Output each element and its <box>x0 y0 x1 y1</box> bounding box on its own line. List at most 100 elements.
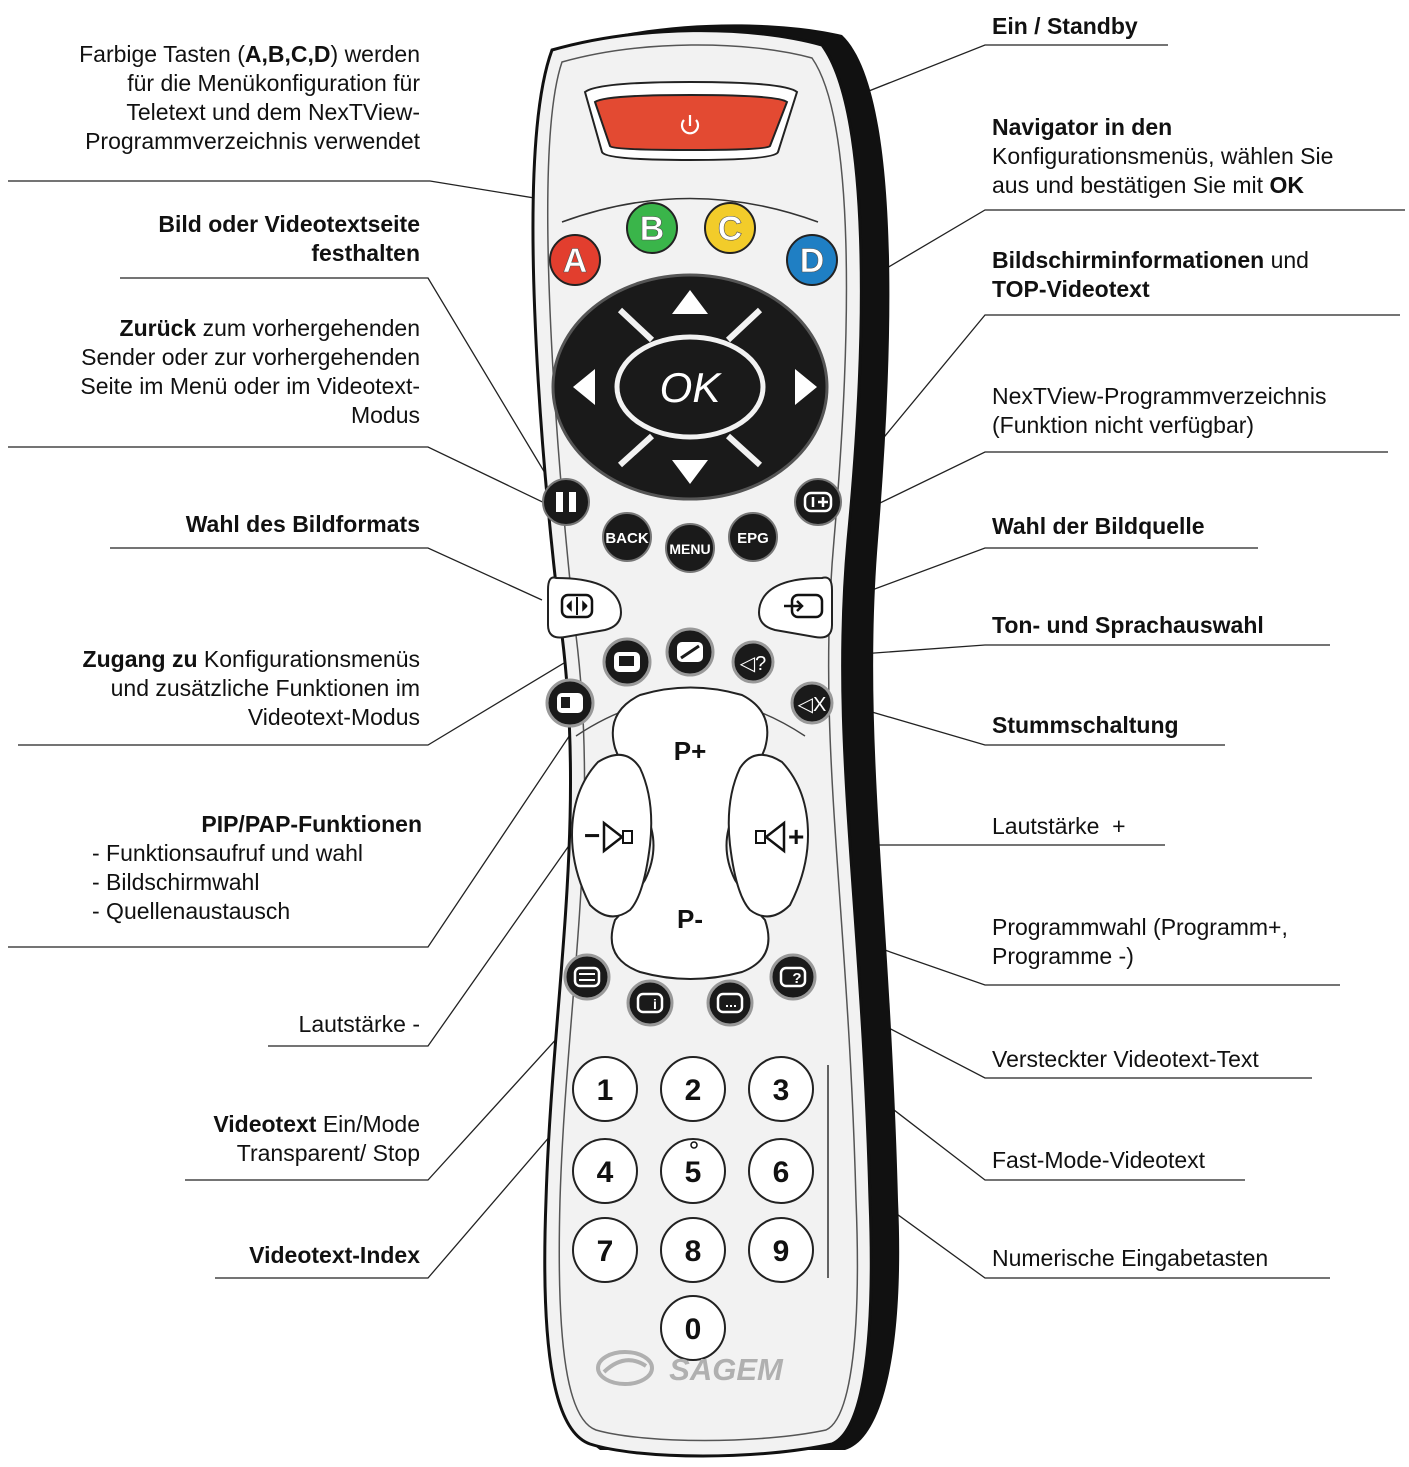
volume-minus-label: − <box>584 820 600 851</box>
label-numeric: Numerische Eingabetasten <box>992 1245 1269 1271</box>
teletext-fast-icon <box>716 992 744 1014</box>
freeze-button[interactable] <box>542 478 590 526</box>
label-mute: Stummschaltung <box>992 712 1179 738</box>
label-nextview: NexTView-Programmverzeichnis (Funktion n… <box>992 383 1327 438</box>
epg-label: EPG <box>737 530 769 547</box>
digit-8-button[interactable]: 8 <box>660 1217 726 1283</box>
mute-button[interactable]: ◁X <box>790 681 834 725</box>
digit-3-button[interactable]: 3 <box>748 1056 814 1122</box>
menu-label: MENU <box>669 541 710 557</box>
p-minus-button[interactable]: P- <box>677 904 703 934</box>
color-key-b-label: B <box>640 210 665 248</box>
color-keys: A B C D <box>549 202 838 286</box>
info-icon <box>803 491 833 513</box>
digit-6-label: 6 <box>773 1156 790 1189</box>
label-sound: Ton- und Sprachauswahl <box>992 612 1264 638</box>
digit-8-label: 8 <box>685 1235 702 1268</box>
digit-4-button[interactable]: 4 <box>572 1138 638 1204</box>
digit-9-button[interactable]: 9 <box>748 1217 814 1283</box>
back-label: BACK <box>605 530 648 547</box>
color-key-c-label: C <box>718 210 743 248</box>
pip-button-2[interactable] <box>602 637 652 687</box>
ok-button[interactable] <box>614 334 766 440</box>
label-teletext-index: Videotext-Index <box>249 1242 420 1268</box>
teletext-icon <box>573 966 601 988</box>
label-color-keys: Farbige Tasten (A,B,C,D) werden für die … <box>79 41 420 154</box>
label-power: Ein / Standby <box>992 13 1138 39</box>
teletext-index-button[interactable]: i <box>626 979 674 1027</box>
label-volume-minus: Lautstärke - <box>298 1011 420 1037</box>
color-key-arc <box>561 197 819 223</box>
color-key-d-label: D <box>800 242 825 280</box>
label-fast: Fast-Mode-Videotext <box>992 1147 1206 1173</box>
label-source: Wahl der Bildquelle <box>992 513 1205 539</box>
digit-5-button[interactable]: 5 <box>660 1138 726 1204</box>
digit-4-label: 4 <box>597 1156 614 1189</box>
label-navigator: Navigator in den Konfigurationsmenüs, wä… <box>992 114 1334 198</box>
digit-3-label: 3 <box>773 1074 790 1107</box>
teletext-button[interactable] <box>563 953 611 1001</box>
digit-0-label: 0 <box>685 1313 702 1346</box>
digit-5-label: 5 <box>685 1156 702 1189</box>
aspect-ratio-icon <box>560 593 594 619</box>
label-menu: Zugang zu Konfigurationsmenüs und zusätz… <box>82 646 420 730</box>
pip-button-3[interactable] <box>665 627 715 677</box>
nav-pad-dividers <box>617 307 763 468</box>
label-program: Programmwahl (Programm+, Programme -) <box>992 914 1288 969</box>
right-arrow-icon[interactable] <box>795 369 817 405</box>
menu-button[interactable]: MENU <box>665 523 715 573</box>
label-volume-plus: Lautstärke + <box>992 813 1126 839</box>
teletext-reveal-button[interactable]: ? <box>769 953 817 1001</box>
teletext-fast-button[interactable] <box>706 979 754 1027</box>
epg-button[interactable]: EPG <box>728 512 778 562</box>
brand-label: SAGEM <box>669 1352 784 1387</box>
svg-text:i: i <box>653 996 657 1012</box>
power-icon <box>680 115 700 135</box>
label-pip: PIP/PAP-Funktionen - Funktionsaufruf und… <box>92 811 422 924</box>
digit-7-button[interactable]: 7 <box>572 1217 638 1283</box>
label-info: Bildschirminformationen und TOP-Videotex… <box>992 247 1309 302</box>
label-back: Zurück zum vorhergehenden Sender oder zu… <box>80 315 420 428</box>
digit-7-label: 7 <box>597 1235 614 1268</box>
svg-text:?: ? <box>792 970 801 987</box>
digit-5-dot <box>690 1141 698 1149</box>
digit-2-label: 2 <box>685 1074 702 1107</box>
color-key-d[interactable]: D <box>786 234 838 286</box>
numeric-keypad: 1 2 3 4 5 6 7 8 9 0 <box>572 1056 814 1361</box>
volume-minus-button[interactable] <box>570 753 653 918</box>
sound-language-button[interactable]: ◁? <box>731 640 775 684</box>
mute-icon: ◁X <box>798 694 827 716</box>
info-button[interactable] <box>794 478 842 526</box>
digit-6-button[interactable]: 6 <box>748 1138 814 1204</box>
volume-plus-label: + <box>788 821 804 852</box>
color-key-b[interactable]: B <box>626 202 678 254</box>
picture-format-button[interactable] <box>547 576 622 639</box>
sound-question-icon: ◁? <box>740 653 767 675</box>
digit-9-label: 9 <box>773 1235 790 1268</box>
color-key-a[interactable]: A <box>549 234 601 286</box>
speaker-down-icon <box>602 820 625 854</box>
ok-label: OK <box>660 364 723 411</box>
color-key-c[interactable]: C <box>704 202 756 254</box>
pip-button-1[interactable] <box>545 678 595 728</box>
source-button[interactable] <box>758 576 833 639</box>
digit-2-button[interactable]: 2 <box>660 1056 726 1122</box>
label-freeze: Bild oder Videotextseite festhalten <box>158 211 420 266</box>
up-arrow-icon[interactable] <box>672 290 708 314</box>
color-key-a-label: A <box>563 242 588 280</box>
label-teletext: Videotext Ein/Mode Transparent/ Stop <box>213 1111 420 1166</box>
sagem-logo-icon <box>596 1350 654 1386</box>
label-reveal: Versteckter Videotext-Text <box>992 1046 1259 1072</box>
label-picture-format: Wahl des Bildformats <box>185 511 420 537</box>
back-button[interactable]: BACK <box>602 512 652 562</box>
digit-1-label: 1 <box>597 1074 614 1107</box>
digit-1-button[interactable]: 1 <box>572 1056 638 1122</box>
digit-0-button[interactable]: 0 <box>660 1295 726 1361</box>
p-plus-button[interactable]: P+ <box>674 736 707 766</box>
left-arrow-icon[interactable] <box>573 369 595 405</box>
teletext-reveal-icon <box>779 966 807 988</box>
down-arrow-icon[interactable] <box>672 460 708 484</box>
pause-icon <box>556 492 563 512</box>
